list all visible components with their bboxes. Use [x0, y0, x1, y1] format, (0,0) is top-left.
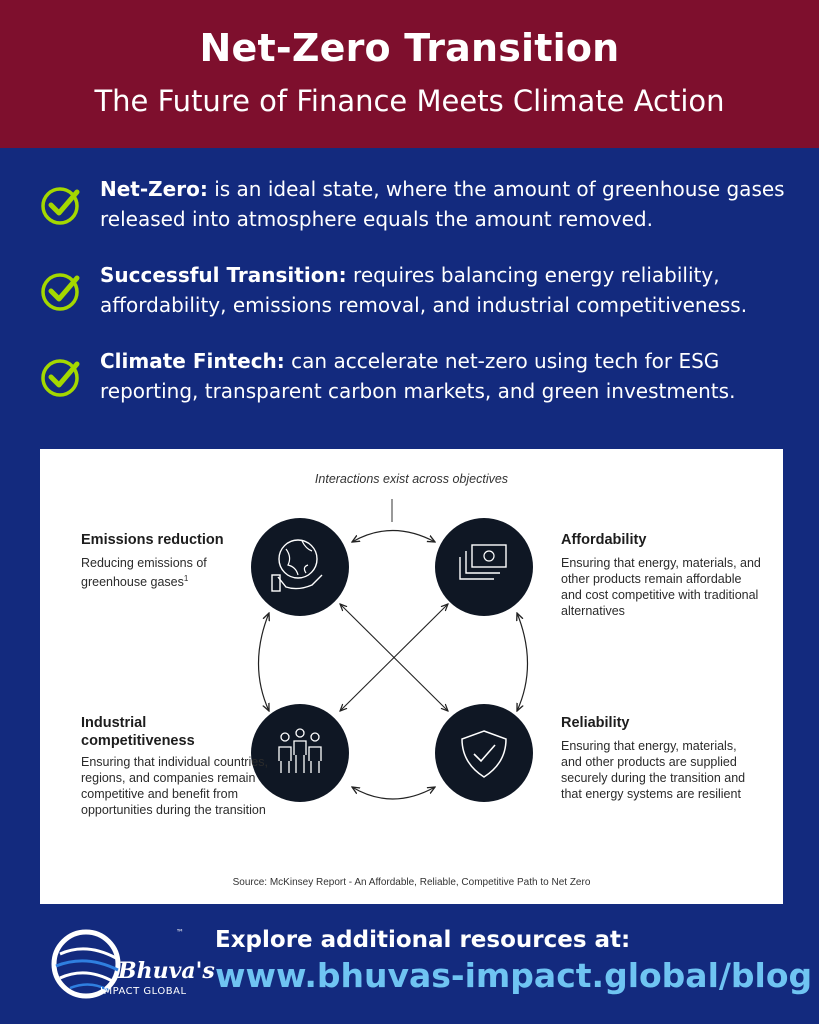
globe-hand-icon [251, 518, 349, 616]
objective-emissions-reduction: Emissions reduction Reducing emissions o… [81, 531, 241, 590]
explore-text: Explore additional resources at: [215, 927, 631, 953]
objective-description: Ensuring that energy, materials, and oth… [561, 556, 761, 618]
blog-url-link[interactable]: www.bhuvas-impact.global/blog [215, 956, 813, 995]
page-subtitle: The Future of Finance Meets Climate Acti… [94, 84, 725, 118]
bullet-text: Climate Fintech: can accelerate net-zero… [100, 346, 800, 406]
checkmark-icon [41, 187, 80, 225]
checkmark-icon [41, 359, 80, 397]
bullet-term: Successful Transition: [100, 263, 347, 287]
bullet-text: Successful Transition: requires balancin… [100, 260, 800, 320]
objective-description: Ensuring that energy, materials, and oth… [561, 739, 746, 801]
objectives-diagram-panel: Interactions exist across objectives [40, 449, 783, 904]
people-icon [251, 704, 349, 802]
bhuvas-logo-icon [51, 929, 121, 999]
bullet-text: Net-Zero: is an ideal state, where the a… [100, 174, 800, 234]
diagram-top-note: Interactions exist across objectives [314, 472, 509, 486]
bullet-climate-fintech: Climate Fintech: can accelerate net-zero… [0, 342, 819, 412]
objective-description: Reducing emissions of greenhouse gases1 [81, 556, 207, 590]
bullet-term: Net-Zero: [100, 177, 208, 201]
bullet-net-zero: Net-Zero: is an ideal state, where the a… [0, 170, 819, 240]
objective-industrial-competitiveness: Industrial competitiveness Ensuring that… [81, 714, 291, 818]
bullet-successful-transition: Successful Transition: requires balancin… [0, 256, 819, 326]
arc-top [352, 529, 435, 543]
objectives-diagram [251, 499, 533, 802]
objective-title: Industrial competitiveness [81, 715, 195, 749]
logo-trademark: ™ [176, 928, 184, 937]
source-citation: Source: McKinsey Report - An Affordable,… [232, 877, 591, 888]
header-banner: Net-Zero Transition The Future of Financ… [0, 0, 819, 148]
bullet-description: is an ideal state, where the amount of g… [100, 177, 785, 231]
footer: ™ Bhuva's IMPACT GLOBAL Explore addition… [0, 910, 819, 1024]
objective-title: Affordability [561, 532, 647, 548]
logo-brand: Bhuva's [118, 958, 215, 984]
objective-title: Emissions reduction [81, 532, 224, 548]
arc-bottom [352, 787, 435, 800]
arc-right [517, 613, 529, 711]
objective-reliability: Reliability Ensuring that energy, materi… [561, 714, 746, 802]
diagonal-arrow [340, 604, 448, 711]
page-title: Net-Zero Transition [199, 26, 620, 70]
bullet-description: can accelerate net-zero using tech for E… [100, 349, 736, 403]
banknotes-icon [435, 518, 533, 616]
objective-title: Reliability [561, 715, 630, 731]
bullet-description: requires balancing energy reliability, a… [100, 263, 748, 317]
logo-subtitle: IMPACT GLOBAL [100, 986, 187, 997]
arc-left [257, 613, 270, 711]
shield-check-icon [435, 704, 533, 802]
checkmark-icon [41, 273, 80, 311]
objective-affordability: Affordability Ensuring that energy, mate… [561, 531, 761, 619]
bullet-term: Climate Fintech: [100, 349, 285, 373]
objective-description: Ensuring that individual countries, regi… [81, 755, 268, 817]
